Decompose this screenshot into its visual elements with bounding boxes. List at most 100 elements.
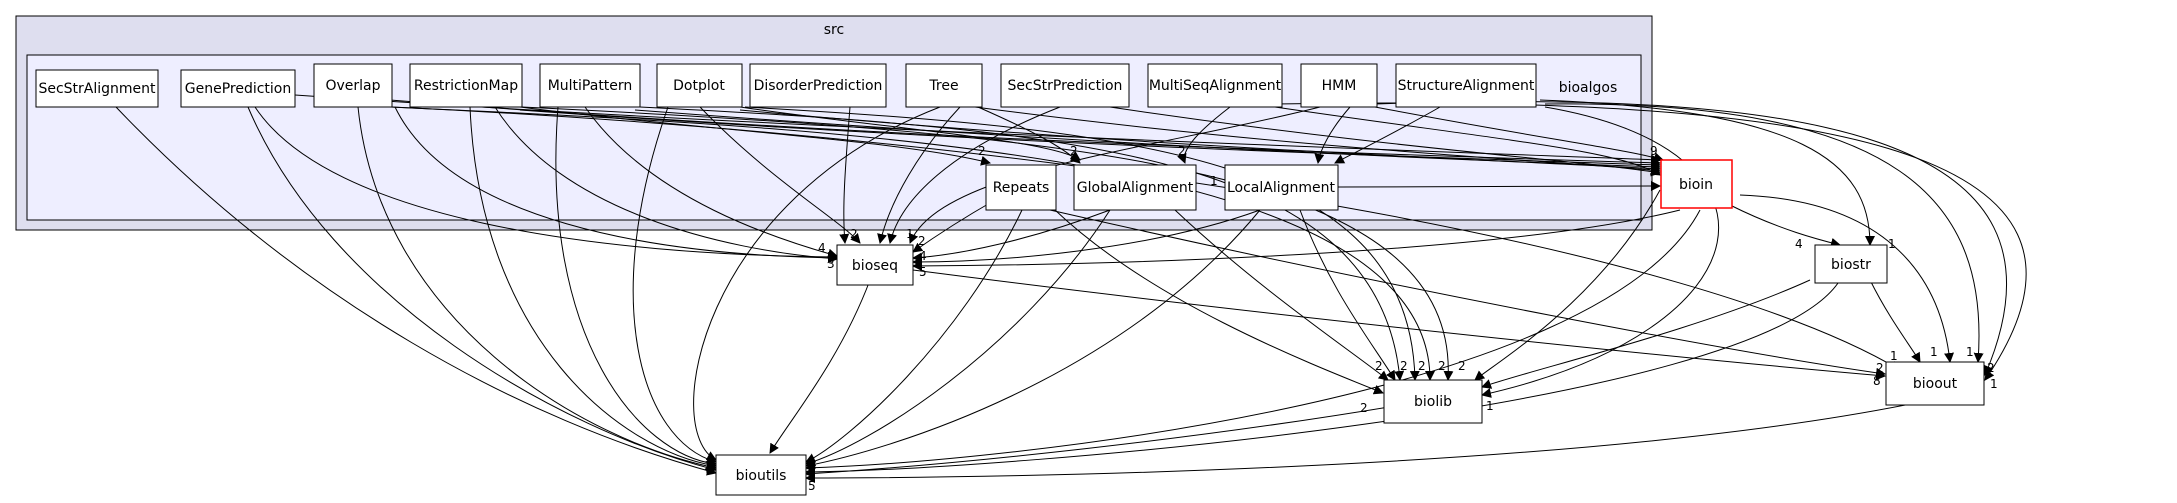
svg-text:Overlap: Overlap — [325, 78, 380, 94]
edge-overlap-bioin — [389, 99, 1661, 168]
edges — [115, 94, 2027, 483]
edge-label: 1 — [1888, 237, 1896, 251]
edge-label: 2 — [1178, 144, 1186, 158]
svg-text:bioout: bioout — [1913, 376, 1958, 392]
svg-text:MultiPattern: MultiPattern — [548, 78, 633, 94]
edge-multipattern-bioutils — [555, 106, 717, 468]
edge-biostr-bioutils — [805, 279, 1841, 477]
edge-secstrprediction-bioseq — [887, 106, 1061, 244]
edge-biostr-biolib — [1481, 279, 1811, 389]
edge-label: 1 — [1486, 399, 1494, 413]
edge-label: 2 — [918, 234, 926, 248]
edge-secstrprediction-bioin — [1109, 106, 1661, 177]
edge-label: 4 — [1795, 237, 1803, 251]
edge-bioout-bioutils — [805, 399, 1931, 483]
edge-label: 2 — [1458, 359, 1466, 373]
node-overlap[interactable]: Overlap — [313, 63, 393, 108]
edge-label: 1 — [1890, 349, 1898, 363]
node-globalalignment[interactable]: GlobalAlignment — [1073, 164, 1197, 211]
edge-restrictionmap-biolib — [521, 106, 1454, 381]
node-localalignment[interactable]: LocalAlignment — [1224, 164, 1339, 211]
edge-tree-bioseq — [877, 106, 961, 244]
edge-label: 3 — [827, 257, 835, 271]
edge-label: 1 — [1210, 174, 1218, 188]
svg-text:StructureAlignment: StructureAlignment — [1398, 78, 1535, 94]
svg-text:SecStrPrediction: SecStrPrediction — [1008, 78, 1123, 94]
edge-bioin-bioutils — [805, 209, 1701, 473]
node-multiseqalignment[interactable]: MultiSeqAlignment — [1147, 63, 1283, 108]
edge-label: 2 — [1418, 359, 1426, 373]
svg-text:MultiSeqAlignment: MultiSeqAlignment — [1149, 78, 1282, 94]
edge-hmm-bioin — [1374, 106, 1664, 163]
edge-multiseqalignment-bioin — [1274, 106, 1661, 176]
edge-overlap-bioutils — [357, 106, 717, 472]
node-disorderprediction[interactable]: DisorderPrediction — [749, 63, 887, 108]
edge-label: 4 — [818, 241, 826, 255]
edge-multiseqalignment-globalalignment — [1177, 106, 1231, 164]
svg-text:LocalAlignment: LocalAlignment — [1227, 180, 1336, 196]
edge-localalignment-bioutils — [805, 209, 1261, 470]
svg-text:RestrictionMap: RestrictionMap — [414, 78, 518, 94]
svg-text:GlobalAlignment: GlobalAlignment — [1077, 180, 1194, 196]
node-repeats[interactable]: Repeats — [985, 164, 1057, 211]
edge-label: 2 — [1375, 359, 1383, 373]
edge-bioin-bioseq — [912, 209, 1681, 271]
edge-label: 4 — [919, 249, 927, 263]
edge-dotplot-bioseq — [699, 106, 861, 244]
node-geneprediction[interactable]: GenePrediction — [180, 69, 296, 108]
edge-restrictionmap-bioin — [519, 109, 1661, 170]
edge-repeats-biolib — [1054, 209, 1384, 395]
edge-hmm-bioseq — [908, 106, 1321, 244]
node-secstrprediction[interactable]: SecStrPrediction — [1000, 63, 1130, 108]
node-structurealignment[interactable]: StructureAlignment — [1395, 63, 1537, 108]
svg-text:biolib: biolib — [1414, 394, 1452, 410]
edge-globalalignment-bioseq — [912, 209, 1111, 263]
svg-text:HMM: HMM — [1322, 78, 1357, 94]
edge-bioin-biostr — [1729, 204, 1841, 248]
node-bioout[interactable]: bioout — [1885, 361, 1985, 406]
edge-label: 2 — [978, 144, 986, 158]
edge-dotplot-globalalignment — [739, 106, 1081, 161]
svg-text:SecStrAlignment: SecStrAlignment — [38, 81, 156, 97]
edge-multipattern-bioseq — [584, 106, 838, 259]
edge-biostr-bioout — [1869, 279, 1921, 363]
edge-structurealignment-bioout — [1544, 103, 1984, 363]
edge-restrictionmap-bioseq — [494, 106, 838, 264]
edge-bioin-biolib — [1474, 189, 1661, 381]
edge-bioin-bioout — [1739, 194, 1954, 363]
svg-text:biostr: biostr — [1831, 257, 1871, 273]
node-dotplot[interactable]: Dotplot — [656, 63, 743, 108]
node-tree[interactable]: Tree — [905, 63, 983, 108]
edge-label: 1 — [1930, 345, 1938, 359]
node-biolib[interactable]: biolib — [1383, 379, 1483, 424]
edge-restrictionmap-bioutils — [469, 106, 717, 470]
edge-label: 2 — [1438, 359, 1446, 373]
node-bioutils[interactable]: bioutils — [715, 454, 807, 496]
cluster-src-label: src — [824, 22, 844, 38]
svg-text:GenePrediction: GenePrediction — [185, 81, 292, 97]
node-hmm[interactable]: HMM — [1300, 63, 1378, 108]
edge-label: 2 — [850, 227, 858, 241]
node-biostr[interactable]: biostr — [1814, 244, 1888, 284]
edge-geneprediction-bioseq — [254, 106, 838, 262]
edge-label: 5 — [919, 265, 927, 279]
edge-label: 6 — [808, 455, 816, 469]
node-bioseq[interactable]: bioseq — [836, 244, 914, 286]
node-multipattern[interactable]: MultiPattern — [539, 63, 641, 108]
node-bioin[interactable]: bioin — [1660, 159, 1733, 209]
nodes: SecStrAlignment GenePrediction Overlap R… — [35, 63, 1985, 496]
svg-text:bioseq: bioseq — [852, 258, 898, 274]
svg-text:bioin: bioin — [1679, 177, 1713, 193]
edge-bioseq-bioout — [912, 269, 1886, 381]
edge-hmm-bioout — [1374, 101, 2007, 376]
edge-label: 2 — [1360, 401, 1368, 415]
edge-label: 1 — [1990, 377, 1998, 391]
edge-label: 2 — [704, 459, 712, 473]
edge-label: 1 — [906, 227, 914, 241]
edge-restrictionmap-repeats — [519, 106, 991, 166]
node-secstralignment[interactable]: SecStrAlignment — [35, 69, 159, 108]
edge-label: 2 — [1400, 359, 1408, 373]
edge-hmm-localalignment — [1314, 106, 1351, 164]
node-restrictionmap[interactable]: RestrictionMap — [409, 63, 523, 108]
